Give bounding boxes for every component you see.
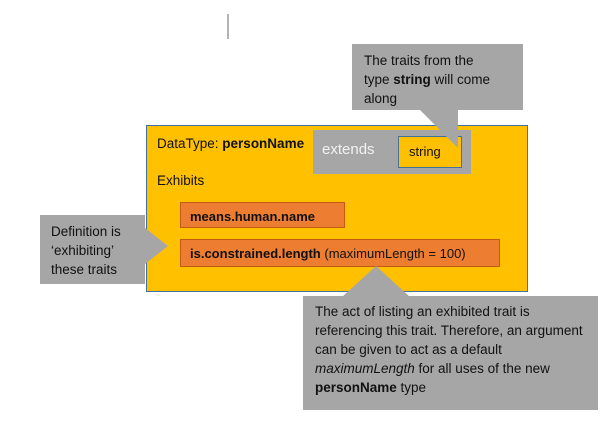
callout-top-tail <box>420 110 458 148</box>
exhibits-section-label: Exhibits <box>157 173 205 188</box>
callout-bottom-text: The act of listing an exhibited trait is… <box>315 302 589 397</box>
callout-left-line2: ‘exhibiting’ <box>51 243 115 258</box>
extends-label: extends <box>322 141 375 158</box>
datatype-title: DataType: personName <box>157 136 304 151</box>
callout-left-line1: Definition is <box>51 224 121 239</box>
trait-chip-content: is.constrained.length (maximumLength = 1… <box>190 246 466 261</box>
stray-vertical-rule <box>227 14 229 39</box>
trait-name: means.human.name <box>190 209 315 224</box>
callout-top: The traits from the type string will com… <box>352 44 523 110</box>
callout-left-line3: these traits <box>51 262 118 277</box>
callout-left: Definition is ‘exhibiting’ these traits <box>40 215 145 284</box>
callout-top-line2-bold: string <box>393 72 431 87</box>
datatype-title-prefix: DataType: <box>157 136 223 151</box>
trait-argument: (maximumLength = 100) <box>320 246 466 261</box>
callout-bottom: The act of listing an exhibited trait is… <box>303 296 598 410</box>
callout-bottom-bold: personName <box>315 380 397 395</box>
extends-strip: extends string <box>313 130 471 174</box>
trait-name: is.constrained.length <box>190 246 321 261</box>
callout-left-text: Definition is ‘exhibiting’ these traits <box>51 222 143 279</box>
callout-left-tail <box>145 228 168 264</box>
callout-top-line3: along <box>364 91 398 106</box>
callout-bottom-italic: maximumLength <box>315 361 415 376</box>
callout-bottom-part2: for all uses of the new <box>414 361 550 376</box>
callout-bottom-part1: The act of listing an exhibited trait is… <box>315 304 583 357</box>
callout-bottom-part3: type <box>396 380 427 395</box>
trait-chip-means-human-name[interactable]: means.human.name <box>180 202 345 228</box>
trait-chip-content: means.human.name <box>190 209 315 224</box>
callout-top-line2-post: will come <box>430 72 491 87</box>
callout-bottom-tail <box>342 266 410 297</box>
callout-top-line1: The traits from the <box>364 53 474 68</box>
callout-top-text: The traits from the type string will com… <box>364 51 514 108</box>
callout-top-line2-pre: type <box>364 72 394 87</box>
datatype-title-name: personName <box>222 136 305 151</box>
trait-chip-is-constrained-length[interactable]: is.constrained.length (maximumLength = 1… <box>180 239 500 267</box>
